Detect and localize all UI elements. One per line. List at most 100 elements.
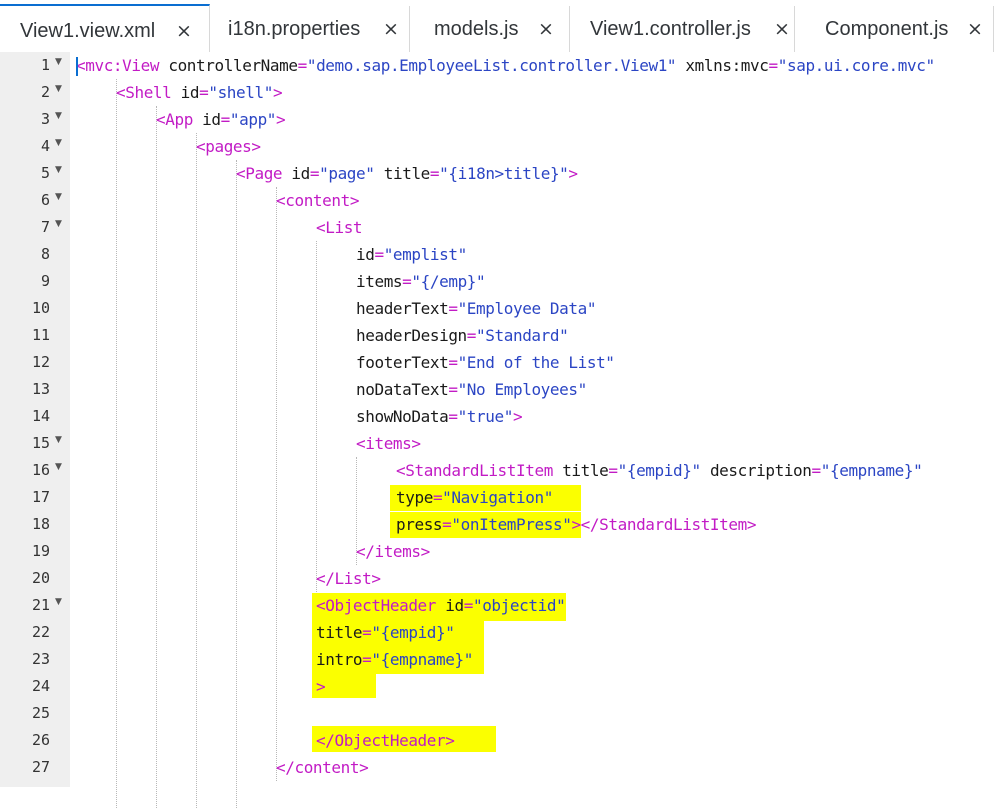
fold-arrow-icon[interactable]: ▼: [55, 462, 62, 472]
indent-guide: [196, 133, 197, 808]
code-token: >: [276, 110, 286, 129]
code-text: <App id="app">: [156, 110, 286, 129]
code-token: xmlns:mvc: [676, 56, 769, 75]
code-token: "Standard": [476, 326, 569, 345]
line-number: 15: [31, 434, 50, 452]
indent-guide: [356, 457, 357, 565]
code-token: >: [571, 515, 581, 534]
highlight-mark: [312, 726, 496, 752]
code-token: "page": [319, 164, 375, 183]
code-token: </List>: [316, 569, 381, 588]
tab-view1-controller-js[interactable]: View1.controller.js×: [570, 6, 795, 52]
fold-arrow-icon[interactable]: ▼: [55, 597, 62, 607]
code-token: "{empname}": [820, 461, 923, 480]
code-token: =: [768, 56, 779, 75]
code-token: press: [396, 515, 443, 534]
code-token: </StandardListItem>: [580, 515, 757, 534]
code-text: <pages>: [196, 137, 261, 156]
code-token: items: [356, 272, 403, 291]
code-text: <content>: [276, 191, 360, 210]
code-token: >: [316, 677, 326, 696]
line-number: 16: [31, 461, 50, 479]
line-number: 14: [31, 407, 50, 425]
code-text: <List: [316, 218, 363, 237]
fold-arrow-icon[interactable]: ▼: [55, 219, 62, 229]
code-token: id: [436, 596, 464, 615]
close-icon[interactable]: ×: [383, 18, 399, 40]
code-token: =: [608, 461, 618, 480]
code-text: </content>: [276, 758, 369, 777]
indent-guide: [236, 160, 237, 808]
code-token: =: [448, 299, 458, 318]
tab-view1-view-xml[interactable]: View1.view.xml ×: [0, 4, 210, 52]
code-text: intro="{empname}": [316, 650, 473, 669]
line-number: 12: [31, 353, 50, 371]
tab-label: View1.view.xml: [20, 20, 156, 42]
code-line: 1▼<mvc:View controllerName="demo.sap.Emp…: [0, 52, 994, 79]
fold-arrow-icon[interactable]: ▼: [55, 57, 62, 67]
code-token: <Shell: [116, 83, 172, 102]
fold-arrow-icon[interactable]: ▼: [55, 84, 62, 94]
code-text: <Page id="page" title="{i18n>title}">: [236, 164, 578, 183]
highlight-mark: [372, 648, 484, 674]
code-line: 2▼<Shell id="shell">: [0, 79, 994, 106]
code-line: 4▼<pages>: [0, 133, 994, 160]
close-icon[interactable]: ×: [774, 18, 790, 40]
line-number: 8: [40, 245, 50, 263]
close-icon[interactable]: ×: [176, 20, 192, 42]
code-token: "{/emp}": [411, 272, 486, 291]
highlight-mark: [312, 620, 484, 648]
code-line: 25: [0, 700, 994, 727]
code-token: >: [272, 83, 283, 102]
code-text: headerDesign="Standard": [356, 326, 569, 345]
code-token: "objectid": [472, 596, 566, 615]
code-text: <mvc:View controllerName="demo.sap.Emplo…: [76, 56, 935, 75]
code-text: items="{/emp}": [356, 272, 486, 291]
fold-arrow-icon[interactable]: ▼: [55, 192, 62, 202]
close-icon[interactable]: ×: [538, 18, 554, 40]
fold-arrow-icon[interactable]: ▼: [55, 138, 62, 148]
code-line: 24 >: [0, 673, 994, 700]
code-token: =: [309, 164, 320, 183]
code-token: type: [396, 488, 433, 507]
code-token: controllerName: [159, 56, 298, 75]
code-token: </ObjectHeader>: [316, 731, 455, 750]
code-token: id: [356, 245, 375, 264]
code-token: =: [463, 596, 474, 615]
tab-component-js[interactable]: Component.js×: [795, 6, 994, 52]
code-token: noDataText: [356, 380, 449, 399]
indent-guide: [316, 241, 317, 592]
code-token: id: [192, 110, 221, 129]
line-number: 25: [31, 704, 50, 722]
close-icon[interactable]: ×: [967, 18, 983, 40]
line-number: 6: [40, 191, 50, 209]
indent-guide: [276, 187, 277, 781]
code-token: <content>: [276, 191, 360, 210]
fold-arrow-icon[interactable]: ▼: [55, 435, 62, 445]
code-token: =: [297, 56, 308, 75]
code-text: >: [316, 677, 326, 696]
code-token: <List: [316, 218, 363, 237]
tab-label: models.js: [434, 18, 519, 40]
line-number: 11: [31, 326, 50, 344]
line-number: 24: [31, 677, 50, 695]
code-editor[interactable]: 1▼<mvc:View controllerName="demo.sap.Emp…: [0, 52, 994, 808]
code-token: <ObjectHeader: [316, 596, 437, 615]
line-number: 10: [31, 299, 50, 317]
code-token: </items>: [356, 542, 430, 561]
tab-models-js[interactable]: models.js ×: [410, 6, 570, 52]
fold-arrow-icon[interactable]: ▼: [55, 111, 62, 121]
fold-arrow-icon[interactable]: ▼: [55, 165, 62, 175]
code-token: =: [362, 650, 372, 669]
code-token: </content>: [276, 758, 369, 777]
tab-i18n-properties[interactable]: i18n.properties×: [210, 6, 410, 52]
code-token: =: [466, 326, 477, 345]
